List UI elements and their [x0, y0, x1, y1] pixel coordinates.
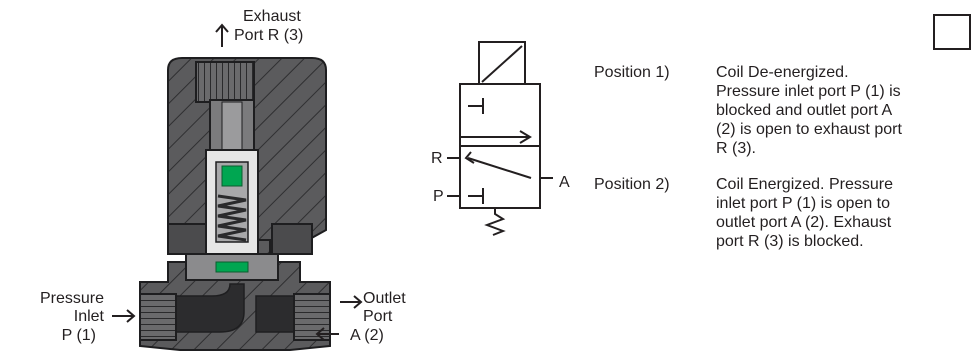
exhaust-label-line2: Port R (3) [234, 27, 304, 44]
inlet-label-line2: Inlet [73, 308, 104, 325]
inlet-threads [139, 293, 177, 341]
outlet-arrow-icon [340, 295, 363, 309]
exhaust-label-line1: Exhaust [243, 8, 301, 25]
position-2-label: Position 2) [594, 176, 670, 193]
seat-top [221, 165, 243, 187]
outlet-label-line2: Port [363, 308, 393, 325]
seat-bottom [215, 261, 249, 273]
valve-symbol [447, 41, 553, 236]
position-1-text: Coil De-energized. Pressure inlet port P… [716, 64, 902, 157]
valve-cutaway [139, 57, 331, 351]
inlet-passage [175, 283, 245, 333]
position-1: Position 1) Coil De-energized. Pressure … [594, 63, 976, 158]
outlet-label-line1: Outlet [363, 290, 406, 307]
spring [217, 194, 247, 242]
outlet-threads [293, 293, 331, 341]
checkbox-icon[interactable] [933, 14, 971, 50]
position-2: Position 2) Coil Energized. Pressure inl… [594, 175, 976, 251]
port-r-label: R [431, 150, 443, 167]
exhaust-boss [195, 61, 255, 103]
outlet-label-line3: A (2) [350, 327, 384, 344]
position-2-text: Coil Energized. Pressure inlet port P (1… [716, 176, 893, 250]
port-p-label: P [433, 188, 444, 205]
exhaust-arrow-icon [215, 23, 229, 47]
outlet-passage [255, 295, 295, 333]
inlet-label-line3: P (1) [61, 327, 96, 344]
right-flange [271, 223, 313, 255]
inlet-label-line1: Pressure [39, 290, 104, 307]
return-spring-icon [484, 208, 506, 236]
return-arrow-icon [315, 327, 339, 341]
inlet-arrow-icon [112, 309, 136, 323]
position-1-label: Position 1) [594, 64, 670, 81]
port-a-label: A [559, 174, 570, 191]
position-descriptions: Position 1) Coil De-energized. Pressure … [594, 63, 976, 251]
left-flange [167, 223, 209, 255]
